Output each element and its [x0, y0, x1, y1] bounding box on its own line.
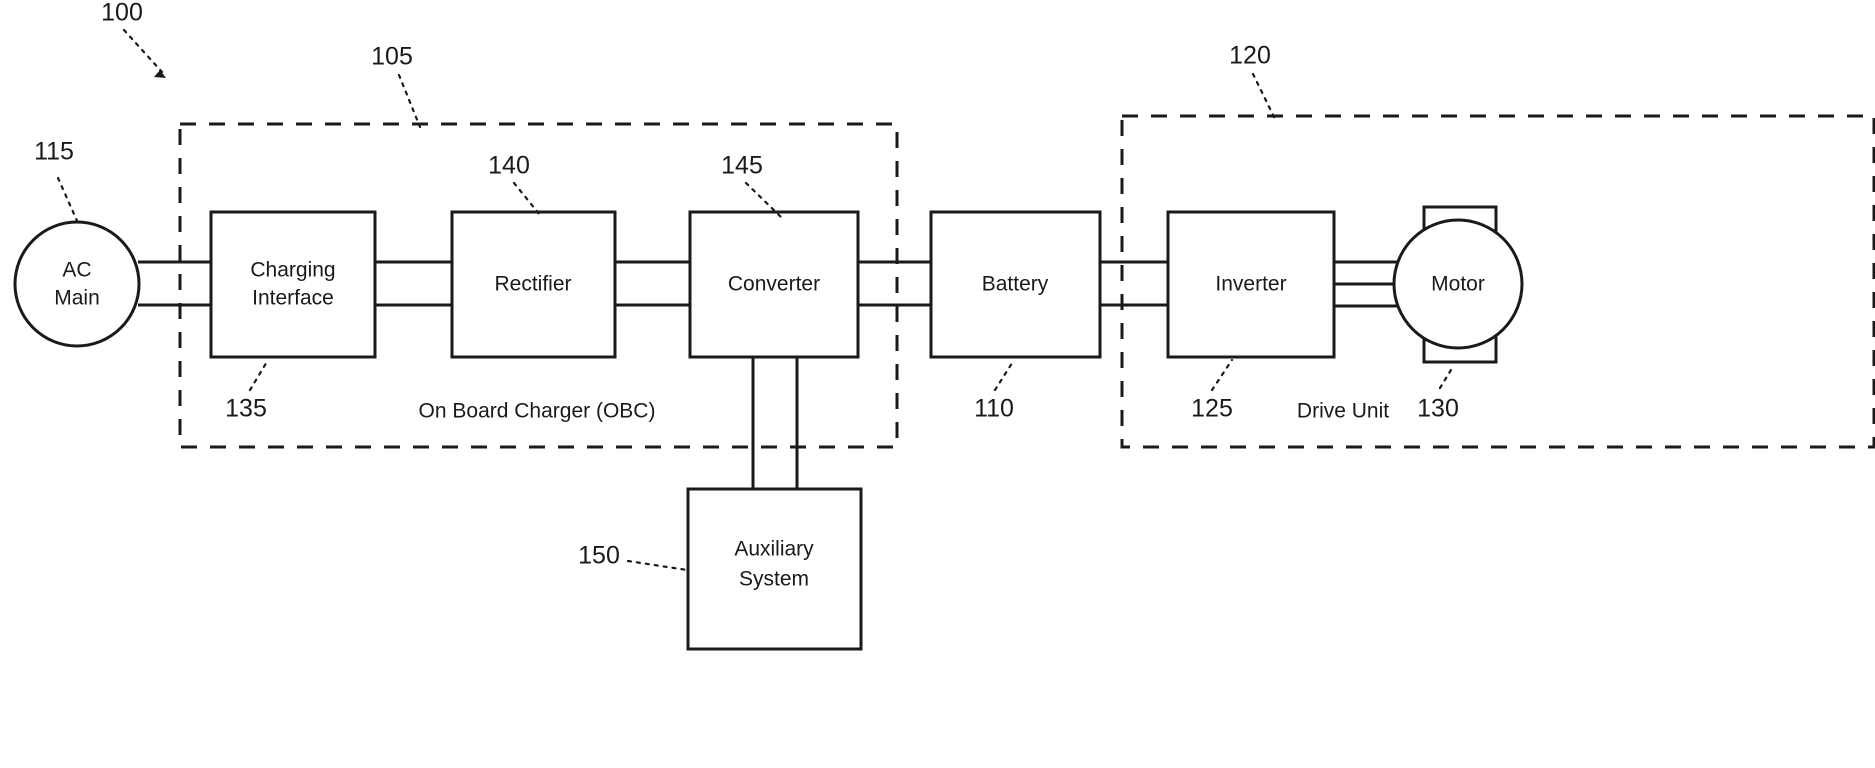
leader-line-150	[626, 559, 689, 572]
block-inverter[interactable]: Inverter	[1166, 210, 1336, 359]
charging-interface-label-line1: Charging	[250, 259, 335, 282]
ref-num-115: 115	[34, 138, 74, 166]
block-charging-interface[interactable]: Charging Interface	[209, 210, 377, 359]
block-converter[interactable]: Converter	[688, 210, 860, 359]
ref-num-130: 130	[1417, 395, 1459, 423]
converter-rect	[688, 210, 860, 359]
ref-num-150: 150	[578, 542, 620, 570]
group-box-obc	[178, 122, 899, 449]
leader-line-100	[122, 28, 164, 74]
ref-num-140: 140	[488, 152, 530, 180]
ref-num-135: 135	[225, 395, 267, 423]
group-box-drive-unit	[1120, 114, 1875, 449]
leader-line-105	[397, 73, 422, 129]
block-ac-main[interactable]: AC Main	[13, 220, 141, 348]
rectifier-label: Rectifier	[494, 273, 571, 296]
block-motor[interactable]: Motor	[1392, 205, 1524, 364]
leader-arrowhead-100	[154, 70, 166, 78]
block-auxiliary-system[interactable]: Auxiliary System	[686, 487, 863, 651]
motor-label: Motor	[1431, 273, 1485, 296]
leader-line-125	[1210, 358, 1234, 392]
leader-line-110	[993, 358, 1016, 392]
group-title-drive-unit: Drive Unit	[1297, 400, 1389, 423]
ref-num-100: 100	[101, 0, 143, 27]
auxiliary-system-rect	[686, 487, 863, 651]
ref-num-125: 125	[1191, 395, 1233, 423]
charging-interface-label-line2: Interface	[252, 287, 334, 310]
battery-rect	[929, 210, 1102, 359]
block-rectifier[interactable]: Rectifier	[450, 210, 617, 359]
converter-label: Converter	[728, 273, 820, 296]
ac-main-label-line1: AC	[62, 259, 91, 282]
inverter-rect	[1166, 210, 1336, 359]
inverter-label: Inverter	[1215, 273, 1286, 296]
rectifier-rect	[450, 210, 617, 359]
block-battery[interactable]: Battery	[929, 210, 1102, 359]
ref-num-145: 145	[721, 152, 763, 180]
ref-num-105: 105	[371, 43, 413, 71]
auxiliary-system-label-line1: Auxiliary	[734, 538, 814, 561]
motor-circle	[1392, 218, 1524, 350]
ac-main-label-line2: Main	[54, 287, 100, 310]
leader-line-115	[56, 176, 80, 225]
auxiliary-system-label-line2: System	[739, 568, 809, 591]
charging-interface-rect	[209, 210, 377, 359]
ref-num-110: 110	[974, 395, 1014, 423]
battery-label: Battery	[982, 273, 1049, 296]
leader-line-135	[248, 358, 270, 392]
group-title-obc: On Board Charger (OBC)	[419, 400, 656, 423]
ac-main-circle	[13, 220, 141, 348]
leader-line-140	[512, 181, 542, 217]
leader-line-145	[744, 181, 783, 219]
ref-num-120: 120	[1229, 42, 1271, 70]
leader-line-120	[1251, 72, 1277, 121]
leader-line-130	[1438, 363, 1456, 390]
